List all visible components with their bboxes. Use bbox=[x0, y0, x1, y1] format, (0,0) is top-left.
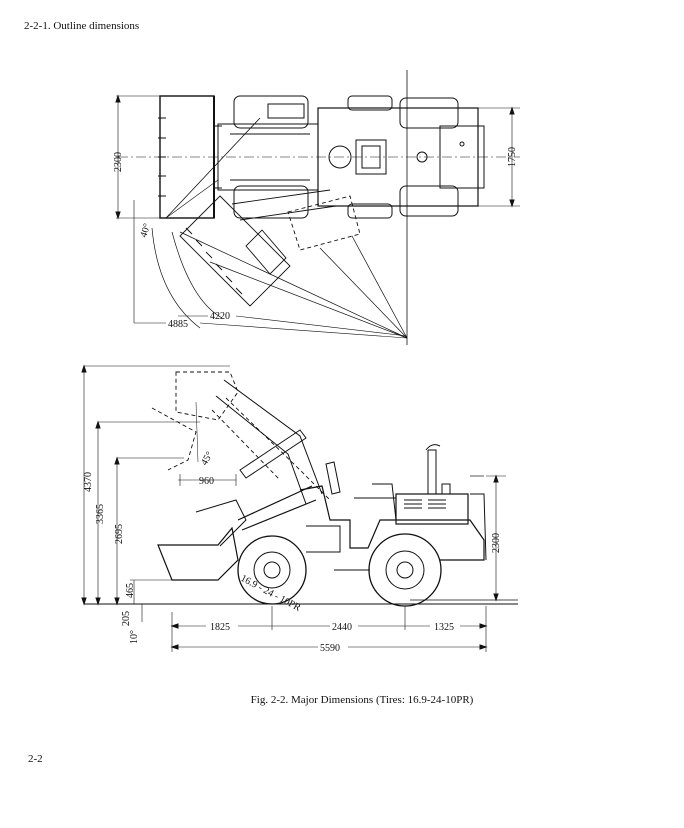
dim-dump-angle: 45° bbox=[199, 450, 216, 468]
dim-hinge-pin-height: 3365 bbox=[95, 504, 106, 524]
dim-carry-height: 465 bbox=[125, 583, 136, 598]
dim-tread-width: 1750 bbox=[507, 147, 518, 167]
figure-caption: Fig. 2-2. Major Dimensions (Tires: 16.9-… bbox=[250, 694, 474, 706]
side-view bbox=[81, 364, 518, 652]
dim-articulation-angle: 40° bbox=[138, 222, 153, 239]
dim-front-overhang: 1825 bbox=[210, 622, 230, 633]
top-view bbox=[115, 70, 520, 345]
dim-outer-radius: 4885 bbox=[168, 319, 188, 330]
dim-dump-reach: 960 bbox=[199, 476, 214, 487]
dim-overall-height: 2300 bbox=[491, 533, 502, 553]
dim-dig-depth: 205 bbox=[121, 611, 132, 626]
dim-overall-length: 5590 bbox=[320, 643, 340, 654]
section-heading: 2-2-1. Outline dimensions bbox=[24, 20, 140, 32]
dim-dump-clearance: 2695 bbox=[114, 524, 125, 544]
dim-wheelbase: 2440 bbox=[332, 622, 352, 633]
dim-rollback: 10° bbox=[129, 630, 140, 644]
dim-bucket-width: 2300 bbox=[113, 152, 124, 172]
page-number: 2-2 bbox=[28, 753, 43, 765]
dim-max-height: 4370 bbox=[83, 472, 94, 492]
dim-rear-overhang: 1325 bbox=[434, 622, 454, 633]
dim-inner-radius: 4220 bbox=[210, 311, 230, 322]
